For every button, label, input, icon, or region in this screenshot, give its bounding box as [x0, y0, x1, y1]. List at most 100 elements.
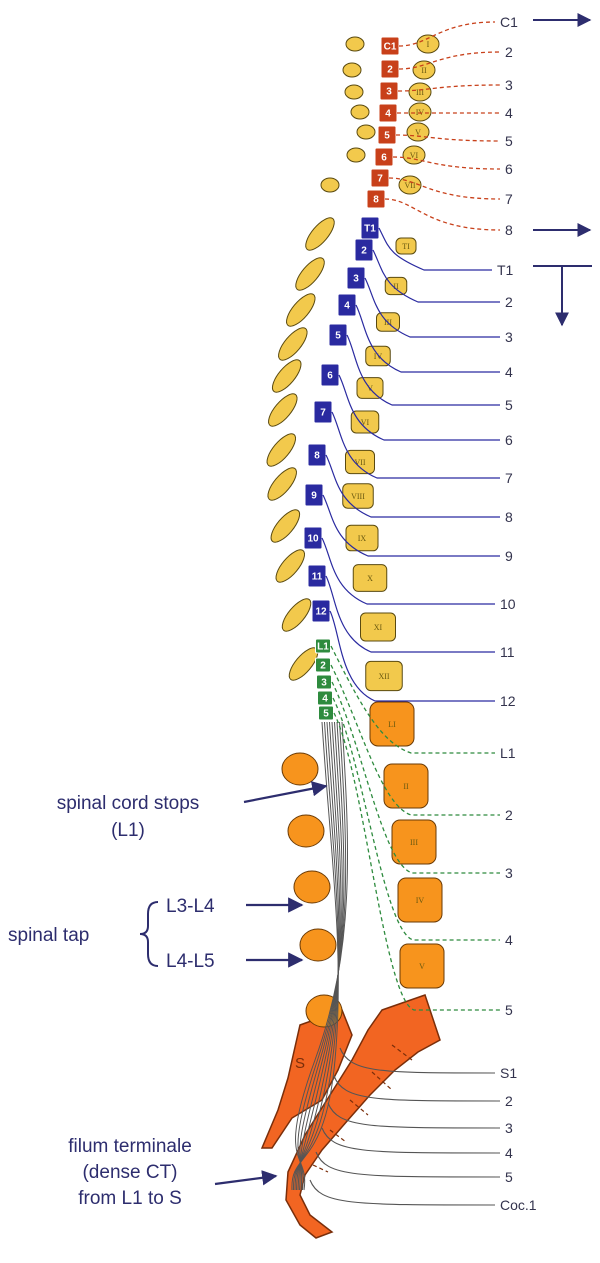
nerve-label: 5: [505, 133, 513, 149]
cord-segment-label: 2: [320, 661, 326, 672]
nerve-label: 2: [505, 44, 513, 60]
vertebra-label: V: [419, 962, 425, 971]
cervical-nerve-line: [398, 21, 496, 47]
vertebra-label: IV: [416, 896, 425, 905]
sacral-nerve-line: [327, 1102, 501, 1129]
lumbar-vertebra: [397, 877, 443, 923]
thoracic-nerve-line: [378, 227, 492, 271]
cord-segment-label: 3: [386, 87, 392, 98]
nerve-label: 6: [505, 161, 513, 177]
thoracic-nerve-line: [364, 277, 500, 338]
nerve-label: 3: [505, 1120, 513, 1136]
vertebra-label: LI: [388, 720, 396, 729]
vertebra-label: VI: [361, 418, 370, 427]
vertebrae: IIIIIIIVVVIVIITIIIIIIIVVVIVIIVIIIIXXXIXI…: [266, 34, 445, 1028]
lumbar-vertebra: [399, 943, 445, 989]
cord-segment-label: 10: [307, 534, 319, 545]
cord-segment-label: 4: [322, 694, 328, 705]
cord-segment-label: 6: [327, 371, 333, 382]
cervical-vertebra: [408, 82, 432, 102]
lumbar-nerve-line: [330, 664, 500, 816]
thoracic-vertebra: [360, 612, 396, 642]
arrow-filum: [214, 1170, 278, 1186]
thoracic-nerve-line: [325, 575, 495, 653]
thoracic-nerve-line: [331, 411, 500, 479]
nerve-label: 5: [505, 1002, 513, 1018]
cord-segment: [315, 657, 331, 673]
nerve-label: 2: [505, 807, 513, 823]
cord-segment-label: C1: [384, 42, 397, 53]
vertebra-label: I: [427, 40, 430, 49]
rib-process: [281, 598, 312, 632]
cord-segment-label: 3: [321, 678, 327, 689]
rib-process: [267, 467, 297, 501]
cord-segment-label: 2: [361, 246, 367, 257]
lumbar-nerve-line: [330, 645, 495, 754]
sacral-nerve-line: [315, 1151, 501, 1178]
spinal-tap-lower: L4-L5: [166, 951, 215, 972]
thoracic-vertebra: [345, 449, 375, 475]
nerve-label: 8: [505, 222, 513, 238]
lumbar-vertebra: [391, 819, 437, 865]
lumbar-nerve-line: [332, 697, 500, 941]
vertebra-label: IV: [374, 352, 383, 361]
cervical-vertebra-left: [342, 62, 362, 78]
thoracic-nerve-line: [321, 537, 495, 605]
nerve-label: 5: [505, 397, 513, 413]
cord-segment-label: 5: [335, 331, 341, 342]
nerve-label: T1: [497, 262, 514, 278]
filum-range: from L1 to S: [78, 1188, 182, 1209]
thoracic-nerve-line: [346, 334, 500, 406]
sacral-nerve-line: [309, 1179, 496, 1206]
cervical-nerve-line: [397, 84, 501, 92]
nerve-label: 8: [505, 509, 513, 525]
cord-segment: [317, 690, 333, 706]
nerve-label: 2: [505, 294, 513, 310]
nerve-label: 4: [505, 105, 513, 121]
cervical-vertebra-left: [320, 177, 340, 193]
spinal-tap-label: spinal tap: [8, 925, 89, 946]
lumbar-vertebra: [383, 763, 429, 809]
nerve-label: 10: [500, 596, 516, 612]
cervical-vertebra-left: [350, 104, 370, 120]
nerve-label: 9: [505, 548, 513, 564]
vertebra-label: II: [421, 66, 427, 75]
cervical-vertebra-left: [344, 84, 364, 100]
vertebra-label: VI: [410, 151, 419, 160]
rib-process: [286, 293, 316, 327]
nerve-label: 4: [505, 932, 513, 948]
nerve-label: 7: [505, 470, 513, 486]
thoracic-vertebra: [352, 564, 388, 592]
thoracic-vertebra: [384, 276, 408, 296]
cervical-vertebra: [406, 122, 430, 142]
callout-spinal-cord-stops: spinal cord stops (L1): [57, 781, 328, 841]
thoracic-nerve-line: [338, 374, 500, 441]
cord-segment-label: T1: [364, 224, 376, 235]
cord-segment-label: 4: [344, 301, 350, 312]
cord-segment-label: 11: [312, 572, 323, 583]
vertebra-label: VIII: [351, 492, 365, 501]
rib-process: [271, 359, 302, 393]
lumbar-nerve-line: [333, 712, 500, 1011]
nerve-label: C1: [500, 14, 518, 30]
lumbar-vertebra: [369, 701, 415, 747]
nerve-label: 3: [505, 865, 513, 881]
thoracic-vertebra: [365, 660, 403, 692]
spinal-nerve-lines: [309, 21, 501, 1206]
cord-segment-label: 7: [320, 408, 326, 419]
sacrum-letter: S: [295, 1055, 305, 1072]
vertebra-label: XI: [374, 623, 383, 632]
cord-segment: [315, 638, 331, 654]
cord-segment-label: 3: [353, 274, 359, 285]
cauda-strand: [295, 721, 349, 1191]
nerve-labels: C1 2 3 4 5 6 7 8 T1 2 3 4 5 6 7 8 9 10 1…: [497, 14, 537, 1213]
callout-filum-terminale: filum terminale (dense CT) from L1 to S: [68, 1136, 278, 1209]
thoracic-vertebra: [345, 524, 379, 552]
lumbar-process: [287, 814, 325, 848]
vertebra-label: III: [410, 838, 418, 847]
vertebra-label: XII: [378, 672, 389, 681]
cord-segment-label: 6: [381, 153, 387, 164]
spinal-cord-stops-level: (L1): [111, 820, 145, 841]
thoracic-nerve-line: [372, 249, 500, 303]
